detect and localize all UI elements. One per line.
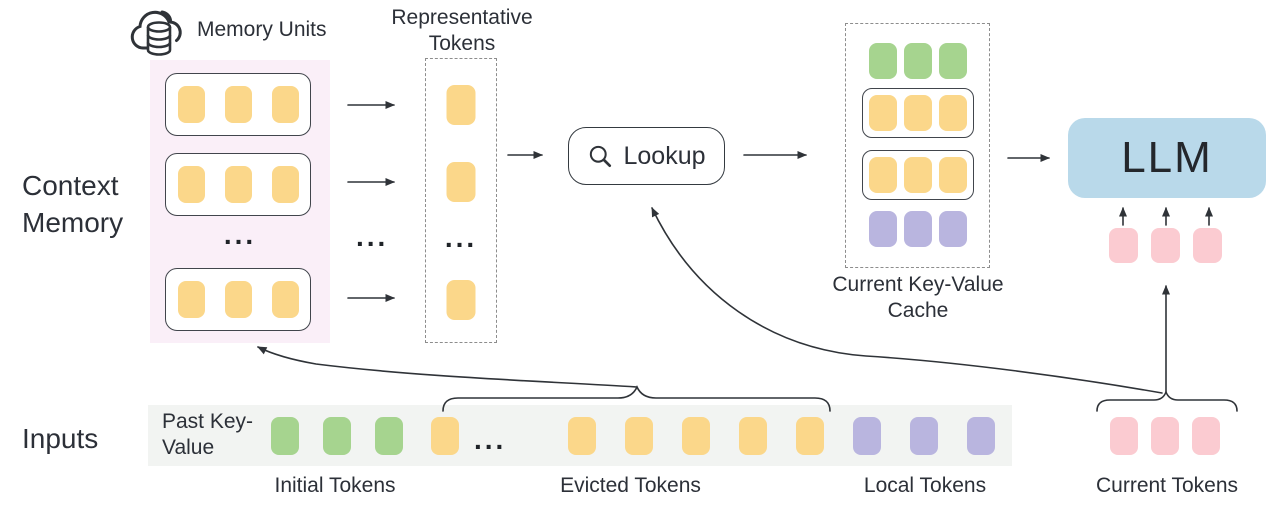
purple-token [853,417,881,455]
llm-input-tokens [1109,228,1222,263]
curve-evicted-tokens-to-context-memory [257,346,638,388]
yellow-token [177,166,205,203]
representative-ellipsis: ... [444,222,478,253]
green-token [903,43,932,79]
yellow-token [938,95,967,131]
current-kv-cache-box [845,23,990,268]
yellow-token [868,95,897,131]
yellow-token [682,417,710,455]
llm-label: LLM [1121,133,1213,182]
memory-unit [165,153,311,216]
pink-token [1109,228,1138,263]
green-token [868,43,897,79]
yellow-token [271,166,299,203]
context-memory-label: Context Memory [22,170,124,238]
purple-token [868,211,897,247]
cache-row-local [868,211,967,247]
purple-token [903,211,932,247]
local-tokens-group [853,417,995,455]
green-token [375,417,403,455]
yellow-token [938,157,967,193]
inputs-label: Inputs [22,423,99,454]
yellow-token [625,417,653,455]
yellow-token [224,86,252,123]
yellow-token [903,95,932,131]
purple-token [910,417,938,455]
pink-token [1151,228,1180,263]
pink-token [1192,417,1220,455]
yellow-token [431,417,459,455]
context-memory-panel: ... [150,60,330,343]
current-tokens-group [1110,417,1220,455]
lookup-label: Lookup [623,141,706,170]
yellow-token [446,85,476,125]
yellow-token [224,166,252,203]
evicted-tokens-group [568,417,824,455]
memory-units-title: Memory Units [197,18,327,41]
yellow-token [868,157,897,193]
representative-tokens-box: ... [425,58,497,343]
yellow-token [446,162,476,202]
evicted-tokens-group [431,417,459,455]
lookup-button: Lookup [568,127,725,185]
local-tokens-caption: Local Tokens [863,474,987,497]
input-ellipsis: ... [474,424,507,455]
yellow-token [224,281,252,318]
initial-tokens-group [271,417,403,455]
yellow-token [739,417,767,455]
memory-unit [165,268,311,331]
green-token [938,43,967,79]
brace-current-tokens [1096,389,1238,412]
evicted-tokens-caption: Evicted Tokens [560,474,701,497]
representative-token-column [446,280,476,320]
magnifier-icon [590,145,612,167]
current-tokens-caption: Current Tokens [1095,474,1239,497]
pink-token [1110,417,1138,455]
between-ellipsis: ... [356,221,389,252]
past-key-value-label: Past Key-Value [162,410,254,459]
cache-row-unit [861,88,974,138]
representative-token-column [446,85,476,202]
pink-token [1193,228,1222,263]
purple-token [938,211,967,247]
yellow-token [177,281,205,318]
pink-token [1151,417,1179,455]
llm-box: LLM [1068,118,1266,198]
yellow-token [446,280,476,320]
yellow-token [177,86,205,123]
yellow-token [903,157,932,193]
current-kv-cache-caption: Current Key-Value Cache [832,273,1004,322]
green-token [271,417,299,455]
initial-tokens-caption: Initial Tokens [274,474,396,497]
cloud-database-icon [128,2,190,58]
yellow-token [568,417,596,455]
cache-row-initial [868,43,967,79]
green-token [323,417,351,455]
yellow-token [796,417,824,455]
yellow-token [271,86,299,123]
memory-ellipsis: ... [223,219,257,250]
representative-tokens-title: Representative Tokens [391,6,533,55]
memory-unit [165,73,311,136]
purple-token [967,417,995,455]
cache-row-unit [861,150,974,200]
yellow-token [271,281,299,318]
